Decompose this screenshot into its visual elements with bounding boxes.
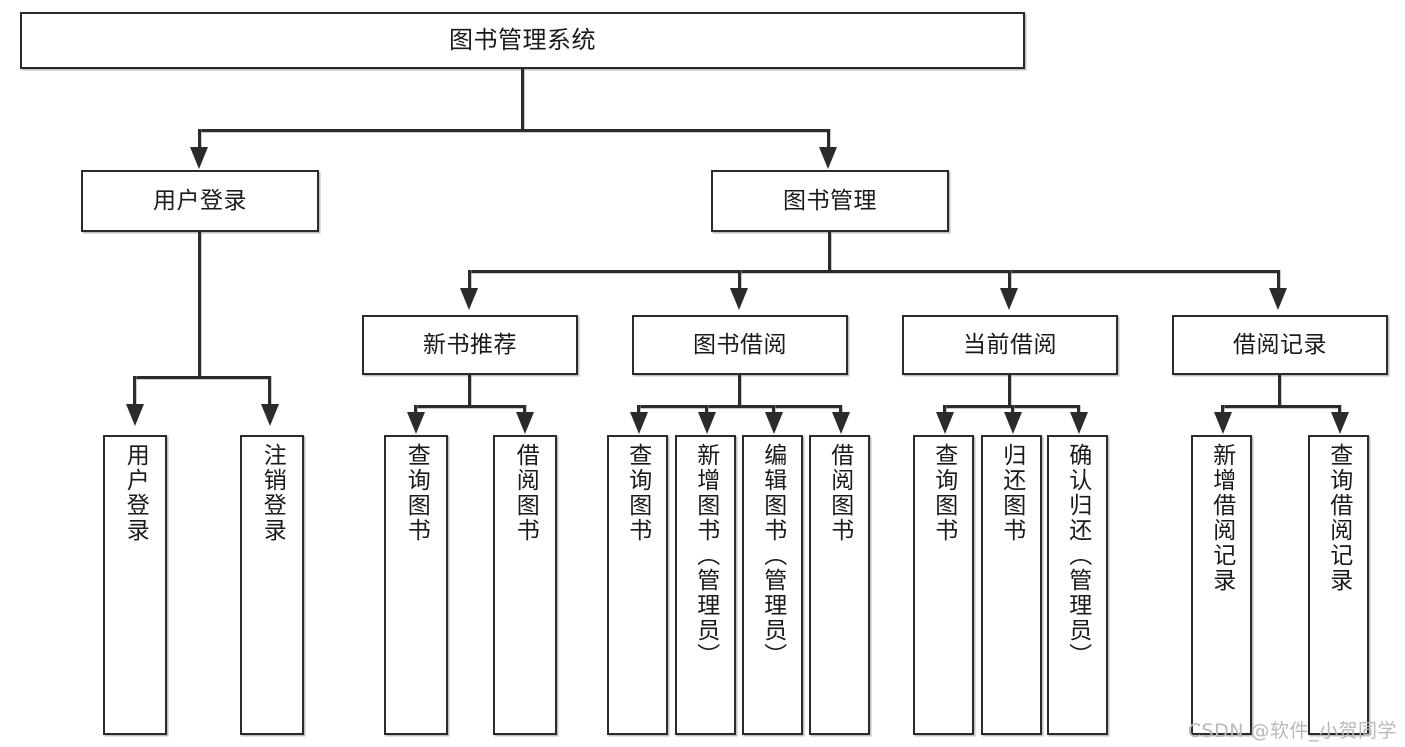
watermark-text: CSDN @软件_小贺同学	[1187, 720, 1397, 742]
connector-borrow-record-stem	[1278, 375, 1281, 407]
node-borrow-record[interactable]: 借阅记录	[1172, 315, 1388, 375]
connector-to-current-borrow	[1008, 270, 1011, 292]
node-label: 当前借阅	[963, 331, 1057, 358]
node-root-system[interactable]: 图书管理系统	[20, 12, 1025, 69]
arrowhead-leaf-user-login	[126, 404, 144, 426]
arrowhead-leaf-confirm-return	[1070, 412, 1088, 434]
arrowhead-book-borrow	[730, 288, 748, 310]
node-label: 图书借阅	[693, 331, 787, 358]
node-leaf-confirm-return[interactable]: 确认归还（管理员）	[1047, 435, 1108, 735]
node-leaf-add-book[interactable]: 新增图书（管理员）	[675, 435, 736, 735]
node-new-book-recommend[interactable]: 新书推荐	[362, 315, 578, 375]
node-leaf-user-login[interactable]: 用户登录	[103, 435, 167, 735]
connector-to-new-book-recommend	[468, 270, 471, 292]
node-book-manage[interactable]: 图书管理	[711, 170, 949, 232]
node-leaf-borrow-book-1[interactable]: 借阅图书	[493, 435, 557, 735]
node-label: 用户登录	[153, 187, 247, 214]
arrowhead-leaf-query-record	[1331, 412, 1349, 434]
connector-new-book-recommend-stem	[468, 375, 471, 407]
connector-book-manage-stem	[828, 232, 831, 272]
node-label: 借阅记录	[1233, 331, 1327, 358]
node-label: 借阅图书	[512, 443, 539, 543]
arrowhead-leaf-borrow-book-1	[516, 412, 534, 434]
arrowhead-user-login	[190, 147, 208, 169]
arrowhead-leaf-edit-book	[765, 412, 783, 434]
connector-root-to-user-login	[198, 129, 201, 151]
node-leaf-borrow-book-2[interactable]: 借阅图书	[809, 435, 870, 735]
connector-book-borrow-bar	[637, 405, 841, 408]
node-label: 查询借阅记录	[1325, 443, 1352, 593]
node-leaf-return-book[interactable]: 归还图书	[981, 435, 1042, 735]
connector-to-leaf-user-login	[133, 376, 136, 406]
node-leaf-query-record[interactable]: 查询借阅记录	[1308, 435, 1369, 735]
node-label: 用户登录	[122, 443, 149, 543]
node-label: 查询图书	[930, 443, 957, 543]
connector-new-book-recommend-bar	[414, 405, 526, 408]
node-label: 编辑图书（管理员）	[759, 443, 786, 668]
node-label: 图书管理	[783, 187, 877, 214]
arrowhead-borrow-record	[1269, 288, 1287, 310]
connector-book-borrow-stem	[738, 375, 741, 407]
node-current-borrow[interactable]: 当前借阅	[902, 315, 1118, 375]
node-leaf-query-book-2[interactable]: 查询图书	[607, 435, 668, 735]
arrowhead-leaf-borrow-book-2	[832, 412, 850, 434]
node-leaf-edit-book[interactable]: 编辑图书（管理员）	[742, 435, 803, 735]
connector-root-bar	[198, 129, 829, 132]
connector-user-login-bar	[133, 376, 269, 379]
connector-borrow-record-bar	[1221, 405, 1341, 408]
connector-user-login-stem	[198, 232, 201, 378]
arrowhead-leaf-logout-login	[261, 404, 279, 426]
arrowhead-leaf-query-book-3	[936, 412, 954, 434]
node-label: 注销登录	[259, 443, 286, 543]
arrowhead-current-borrow	[1000, 288, 1018, 310]
node-label: 归还图书	[998, 443, 1025, 543]
connector-book-manage-bar	[468, 270, 1280, 273]
arrowhead-leaf-query-book-2	[630, 412, 648, 434]
node-leaf-logout-login[interactable]: 注销登录	[240, 435, 304, 735]
node-book-borrow[interactable]: 图书借阅	[632, 315, 848, 375]
connector-to-leaf-logout-login	[268, 376, 271, 406]
arrowhead-leaf-query-book-1	[407, 412, 425, 434]
node-label: 图书管理系统	[449, 25, 596, 54]
node-label: 查询图书	[624, 443, 651, 543]
arrowhead-leaf-return-book	[1004, 412, 1022, 434]
node-leaf-add-record[interactable]: 新增借阅记录	[1191, 435, 1252, 735]
node-label: 新书推荐	[423, 331, 517, 358]
node-label: 新增图书（管理员）	[692, 443, 719, 668]
connector-root-stem	[521, 69, 524, 131]
connector-current-borrow-stem	[1008, 375, 1011, 407]
arrowhead-leaf-add-book	[698, 412, 716, 434]
connector-to-book-borrow	[738, 270, 741, 292]
arrowhead-leaf-add-record	[1214, 412, 1232, 434]
node-label: 借阅图书	[826, 443, 853, 543]
node-label: 新增借阅记录	[1208, 443, 1235, 593]
connector-to-borrow-record	[1277, 270, 1280, 292]
node-label: 查询图书	[403, 443, 430, 543]
node-label: 确认归还（管理员）	[1064, 443, 1091, 668]
node-leaf-query-book-1[interactable]: 查询图书	[384, 435, 448, 735]
node-leaf-query-book-3[interactable]: 查询图书	[913, 435, 974, 735]
connector-root-to-book-manage	[827, 129, 830, 151]
arrowhead-new-book-recommend	[460, 288, 478, 310]
node-user-login[interactable]: 用户登录	[81, 170, 319, 232]
arrowhead-book-manage	[819, 147, 837, 169]
